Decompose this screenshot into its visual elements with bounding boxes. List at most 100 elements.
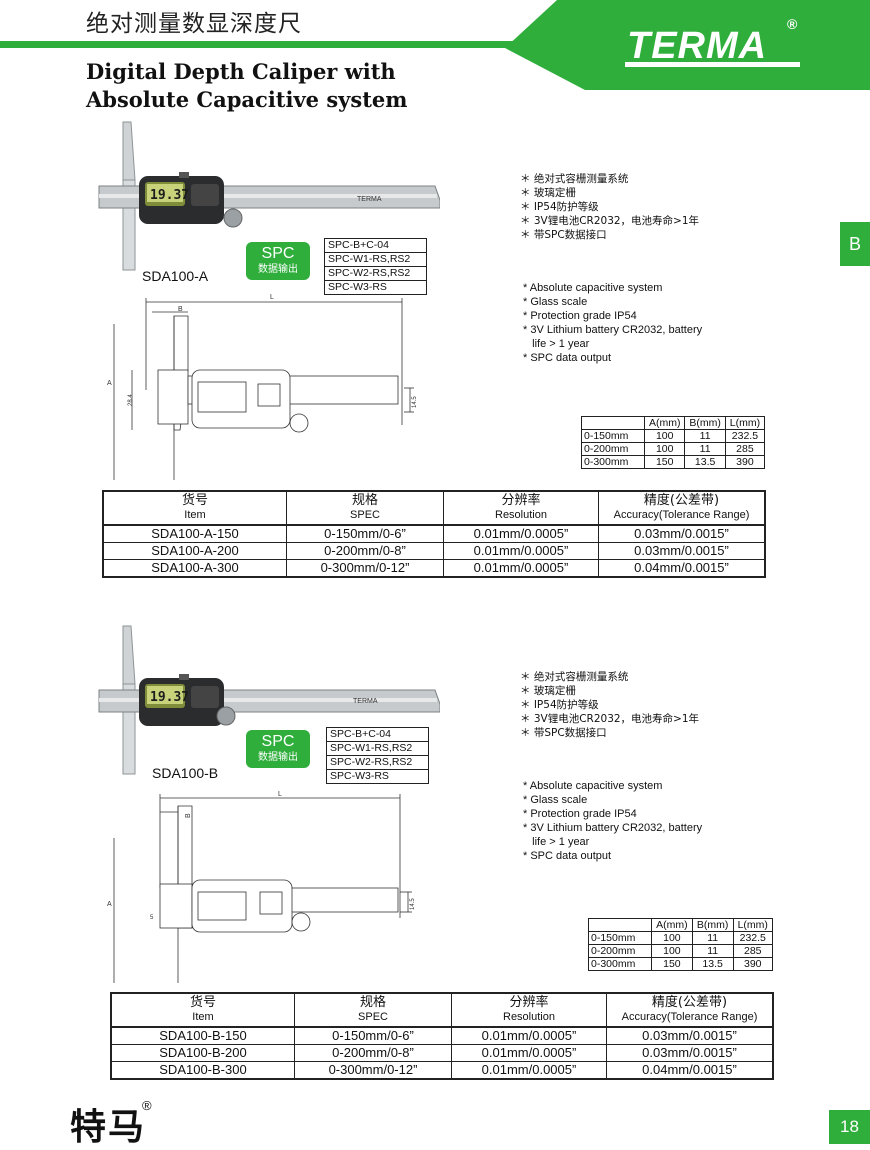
spc-option: SPC-W3-RS	[328, 281, 387, 293]
table-cell: 150	[651, 957, 693, 971]
table-cell: 100	[643, 429, 686, 443]
table-cell: 390	[732, 957, 774, 971]
table-row: SDA100-A-150 0-150mm/0-6” 0.01mm/0.0005”…	[102, 524, 766, 543]
spc-option: SPC-W1-RS,RS2	[325, 253, 426, 267]
feature-en: * Absolute capacitive system	[523, 780, 663, 792]
header-cell-accuracy: 精度(公差带)Accuracy(Tolerance Range)	[598, 490, 766, 526]
dim-label-A: A	[107, 380, 112, 387]
table-cell: 100	[651, 944, 693, 958]
table-cell: 0-300mm/0-12”	[286, 559, 444, 578]
table-cell: A(mm)	[643, 416, 686, 430]
feature-en: * Protection grade IP54	[523, 808, 637, 820]
table-row: SDA100-A-300 0-300mm/0-12” 0.01mm/0.0005…	[102, 559, 766, 578]
table-row: 0-150mm 100 11 232.5	[588, 931, 774, 945]
registered-mark: ®	[787, 16, 798, 32]
feature-cn: ＊ 玻璃定栅	[520, 685, 576, 697]
section-tab[interactable]: B	[840, 222, 870, 266]
table-row: 0-200mm 100 11 285	[581, 442, 766, 456]
table-cell: SDA100-B-200	[110, 1044, 295, 1062]
feature-en: life > 1 year	[523, 338, 590, 350]
table-row: A(mm) B(mm) L(mm)	[588, 918, 774, 932]
features-en-list: * Absolute capacitive system * Glass sca…	[523, 281, 702, 365]
feature-en: life > 1 year	[523, 836, 590, 848]
spc-badge-subtitle: 数据输出	[258, 752, 298, 763]
table-cell: 232.5	[724, 429, 766, 443]
scale-brand: TERMA	[353, 698, 378, 705]
spc-option: SPC-W2-RS,RS2	[325, 267, 426, 281]
table-cell: 0-200mm/0-8”	[286, 542, 444, 560]
table-cell: 0-300mm	[581, 455, 645, 469]
model-label: SDA100-A	[142, 268, 209, 284]
feature-en: * 3V Lithium battery CR2032, battery	[523, 822, 703, 834]
table-cell: 13.5	[691, 957, 734, 971]
table-row: SDA100-B-300 0-300mm/0-12” 0.01mm/0.0005…	[110, 1061, 774, 1080]
technical-drawing-a: L B A 28.4 14.5	[107, 294, 418, 480]
dimensions-table-b: A(mm) B(mm) L(mm) 0-150mm 100 11 232.5 0…	[588, 918, 774, 971]
table-cell	[581, 416, 645, 430]
dim-label-d1: 28.4	[128, 394, 134, 406]
table-cell: A(mm)	[651, 918, 693, 932]
spc-option: SPC-W1-RS,RS2	[327, 742, 428, 756]
table-cell: 390	[724, 455, 766, 469]
scale-brand: TERMA	[357, 196, 382, 203]
dim-label-d1: 5	[150, 915, 154, 921]
feature-cn: ＊ IP54防护等级	[520, 201, 599, 213]
table-cell: 285	[724, 442, 766, 456]
page-title-en: Digital Depth Caliper with Absolute Capa…	[86, 58, 407, 114]
feature-cn: ＊ 玻璃定栅	[520, 187, 576, 199]
feature-en: * SPC data output	[523, 850, 612, 862]
table-cell: 11	[684, 429, 726, 443]
footer-brand: 特马	[70, 1107, 147, 1148]
feature-en: * Protection grade IP54	[523, 310, 637, 322]
table-cell: 0-300mm/0-12”	[294, 1061, 452, 1080]
feature-cn: ＊ 绝对式容栅测量系统	[520, 671, 629, 683]
spc-option: SPC-W3-RS	[330, 770, 389, 782]
table-cell: 11	[691, 944, 734, 958]
table-cell: 150	[643, 455, 686, 469]
table-cell: 0-150mm	[588, 931, 652, 945]
table-cell: 0.03mm/0.0015”	[606, 1044, 774, 1062]
features-cn-list: ＊ 绝对式容栅测量系统 ＊ 玻璃定栅 ＊ IP54防护等级 ＊ 3V锂电池CR2…	[520, 670, 699, 740]
table-cell: 0-200mm	[588, 944, 652, 958]
spc-badge: SPC 数据输出	[246, 242, 310, 280]
feature-cn: ＊ 带SPC数据接口	[520, 727, 607, 739]
table-row: SDA100-B-200 0-200mm/0-8” 0.01mm/0.0005”…	[110, 1044, 774, 1062]
feature-cn: ＊ 3V锂电池CR2032，电池寿命>1年	[520, 713, 700, 725]
table-row: 0-300mm 150 13.5 390	[588, 957, 774, 971]
table-cell: L(mm)	[724, 416, 766, 430]
table-cell: 0.03mm/0.0015”	[598, 524, 766, 543]
caliper-photo-b: 19.37 TERMA	[98, 625, 440, 775]
features-en-list: * Absolute capacitive system * Glass sca…	[523, 779, 702, 863]
table-cell: 0.04mm/0.0015”	[606, 1061, 774, 1080]
feature-cn: ＊ 带SPC数据接口	[520, 229, 607, 241]
feature-en: * SPC data output	[523, 352, 612, 364]
table-cell: 0.01mm/0.0005”	[443, 542, 599, 560]
features-cn-list: ＊ 绝对式容栅测量系统 ＊ 玻璃定栅 ＊ IP54防护等级 ＊ 3V锂电池CR2…	[520, 172, 699, 242]
caliper-photo-a: 19.37 TERMA	[98, 121, 440, 271]
table-cell: B(mm)	[684, 416, 726, 430]
feature-en: * 3V Lithium battery CR2032, battery	[523, 324, 703, 336]
page-title-cn: 绝对测量数显深度尺	[86, 11, 302, 37]
feature-cn: ＊ IP54防护等级	[520, 699, 599, 711]
header-green-wedge	[505, 0, 870, 90]
dim-label-A: A	[107, 901, 112, 908]
dim-label-d2: 14.5	[412, 396, 418, 408]
dim-label-d2: 14.5	[410, 898, 416, 910]
table-cell: 0-150mm/0-6”	[286, 524, 444, 543]
header-green-bar	[0, 41, 540, 48]
dim-label-B: B	[185, 813, 192, 818]
spc-options-list: SPC-B+C-04 SPC-W1-RS,RS2 SPC-W2-RS,RS2 S…	[324, 238, 427, 295]
logo-text: TERMA	[627, 25, 767, 67]
spc-option: SPC-B+C-04	[327, 728, 428, 742]
table-cell: B(mm)	[691, 918, 734, 932]
dim-label-B: B	[178, 306, 183, 313]
table-cell: SDA100-A-150	[102, 524, 287, 543]
table-cell: 0.01mm/0.0005”	[443, 559, 599, 578]
feature-cn: ＊ 3V锂电池CR2032，电池寿命>1年	[520, 215, 700, 227]
